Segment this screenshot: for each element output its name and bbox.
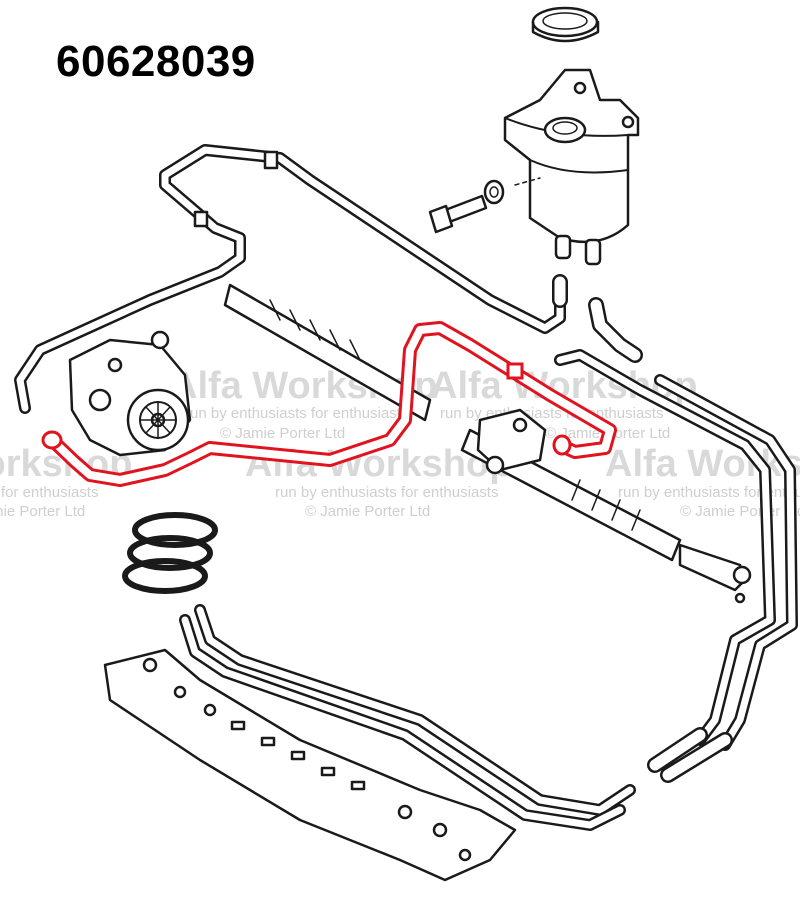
watermark-tagline-4: run by enthusiasts for enthusiasts [275,484,498,501]
lower-return-lines [179,604,636,831]
part-number-label: 60628039 [56,37,256,86]
mounting-bolt [428,194,488,234]
power-steering-pump [68,330,192,457]
watermark-copyright-4: © Jamie Porter Ltd [305,503,430,520]
cooler-lines [554,349,798,783]
reservoir-feed-hose [552,274,643,363]
watermark-tagline-2: run by enthusiasts for enthusiasts [440,405,663,422]
watermark-tagline-3: run by enthusiasts for enthusiasts [0,484,98,501]
steering-rack [223,283,752,604]
bolt-washer [483,179,505,205]
watermark-copyright-1: © Jamie Porter Ltd [220,425,345,442]
watermark-copyright-5: © Jamie Porter Ltd [680,503,800,520]
highlighted-pressure-hose [41,321,617,487]
watermark-tagline-5: run by enthusiasts for enthusiasts [618,484,800,501]
cooler-coil [122,512,218,594]
watermark-tagline-1: run by enthusiasts for enthusiasts [185,405,408,422]
cross-member [103,648,517,882]
upper-return-pipe [14,144,566,414]
fluid-reservoir [503,68,640,266]
reservoir-cap [531,6,600,43]
watermark-copyright-3: © Jamie Porter Ltd [0,503,85,520]
